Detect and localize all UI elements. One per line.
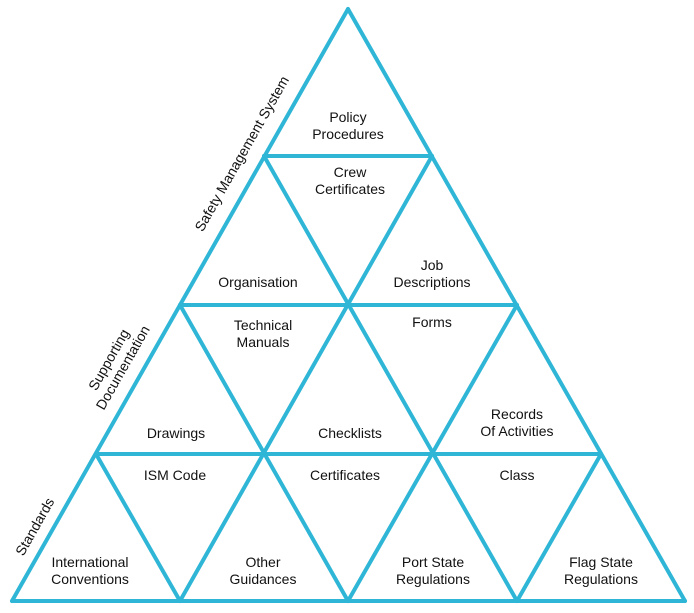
cell-drawings: Drawings	[147, 425, 205, 441]
diagonal-right-3	[94, 452, 182, 603]
side-label-standards: Standards	[12, 495, 57, 558]
cell-organisation: Organisation	[218, 274, 297, 290]
cell-flag-state-line-1: Flag State	[569, 554, 633, 570]
cell-international-line-1: International	[51, 554, 128, 570]
cell-policy-line-2: Procedures	[312, 126, 384, 142]
cell-technical-line-1: Technical	[234, 317, 292, 333]
cell-job-line-2: Descriptions	[393, 274, 470, 290]
cell-checklists: Checklists	[318, 425, 382, 441]
cell-certificates: Certificates	[310, 467, 380, 483]
cell-flag-state-line-2: Regulations	[564, 571, 638, 587]
cell-other-line-2: Guidances	[230, 571, 297, 587]
cell-forms: Forms	[412, 314, 452, 330]
cell-class: Class	[499, 467, 534, 483]
cell-port-state-line-2: Regulations	[396, 571, 470, 587]
cell-job-line-1: Job	[421, 257, 444, 273]
cell-policy-line-1: Policy	[329, 109, 366, 125]
cell-crew-line-2: Certificates	[315, 181, 385, 197]
diagonal-left-1	[178, 154, 434, 603]
cell-technical-line-2: Manuals	[237, 334, 290, 350]
cell-records-line-2: Of Activities	[480, 423, 553, 439]
cell-crew-line-1: Crew	[334, 164, 368, 180]
cell-international-line-2: Conventions	[51, 571, 129, 587]
diagonal-left-2	[346, 303, 519, 603]
cell-records-line-1: Records	[491, 406, 543, 422]
diagonal-right-1	[262, 154, 519, 603]
cell-port-state-line-1: Port State	[402, 554, 464, 570]
diagonal-left-3	[515, 452, 603, 603]
side-label-safety-management-system: Safety Management System	[191, 73, 292, 234]
cell-other-line-1: Other	[245, 554, 280, 570]
cell-ism-code: ISM Code	[144, 467, 206, 483]
